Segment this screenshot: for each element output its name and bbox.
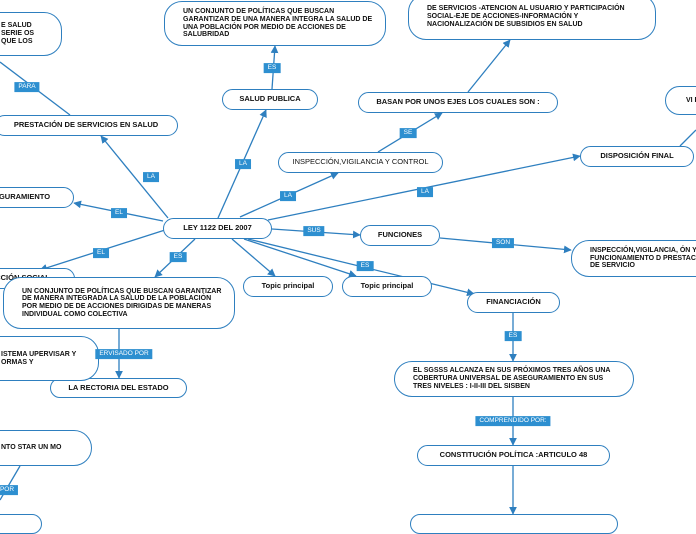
edge-prestacion xyxy=(100,135,169,219)
edge-label-para: PARA xyxy=(14,82,40,92)
funciones-definition-node[interactable]: INSPECCIÓN,VIGILANCIA, ÓN Y FUNCIONAMIEN… xyxy=(571,240,696,277)
funciones-node[interactable]: FUNCIONES xyxy=(360,225,440,246)
ejes-node[interactable]: BASAN POR UNOS EJES LOS CUALES SON : xyxy=(358,92,558,113)
edge-label-es: ES xyxy=(263,63,281,73)
edge-topic1 xyxy=(231,238,276,277)
edge-label-la-prestacion: LA xyxy=(143,172,159,182)
rectoria-estado-node[interactable]: LA RECTORIA DEL ESTADO xyxy=(50,378,187,398)
bottom-center-node[interactable] xyxy=(410,514,618,534)
sistema-definition-node[interactable]: ISTEMA UPERVISAR Y ORMAS Y xyxy=(0,336,99,381)
sgsss-definition-node[interactable]: EL SGSSS ALCANZA EN SUS PRÓXIMOS TRES AÑ… xyxy=(394,361,634,397)
edge-label-se: SE xyxy=(399,128,417,138)
inspeccion-node[interactable]: INSPECCIÓN,VIGILANCIA Y CONTROL xyxy=(278,152,443,173)
edge-label-son: SON xyxy=(491,238,515,248)
edge-label-la: LA xyxy=(235,159,251,169)
edge-label-la-inspeccion: LA xyxy=(280,191,296,201)
aseguramiento-node[interactable]: EGURAMIENTO xyxy=(0,187,74,208)
politicas-definition-node[interactable]: UN CONJUNTO DE POLÍTICAS QUE BUSCAN GARA… xyxy=(3,277,235,329)
constitucion-node[interactable]: CONSTITUCIÓN POLÍTICA :ARTICULO 48 xyxy=(417,445,610,466)
salud-publica-definition-node[interactable]: UN CONJUNTO DE POLÍTICAS QUE BUSCAN GARA… xyxy=(164,1,386,46)
topic-principal-2[interactable]: Topic principal xyxy=(342,276,432,297)
bottom-left-node[interactable] xyxy=(0,514,42,534)
edge-label-comprendido: COMPRENDIDO POR: xyxy=(475,416,551,426)
edge-label-sus: SUS xyxy=(303,226,325,236)
edge-label-supervisado: ERVISADO POR xyxy=(95,349,153,359)
prestacion-servicios-node[interactable]: PRESTACIÓN DE SERVICIOS EN SALUD xyxy=(0,115,178,136)
disposicion-final-node[interactable]: DISPOSICIÓN FINAL xyxy=(580,146,694,167)
conjunto-definition-node[interactable]: NTO STAR UN MO xyxy=(0,430,92,466)
edge-label-es-sgsss: ES xyxy=(504,331,522,341)
edge-label-es-financiacion: ES xyxy=(356,261,374,271)
edge-ejes-def xyxy=(467,39,511,93)
edge-topic2 xyxy=(243,238,357,278)
edge-label-el-proteccion: EL xyxy=(93,248,109,258)
edge-label-la-disposicion: LA xyxy=(417,187,433,197)
edge-label-el-aseguramiento: EL xyxy=(111,208,127,218)
prestacion-definition-node[interactable]: E SALUD SERIE OS QUE LOS xyxy=(0,12,62,56)
edge-disposicion-def xyxy=(679,129,696,147)
disposicion-definition-node[interactable]: VI PR xyxy=(665,86,696,115)
topic-principal-1[interactable]: Topic principal xyxy=(243,276,333,297)
edge-label-es-proteccion: ES xyxy=(169,252,187,262)
center-node[interactable]: LEY 1122 DEL 2007 xyxy=(163,218,272,239)
salud-publica-node[interactable]: SALUD PUBLICA xyxy=(222,89,318,110)
ejes-definition-node[interactable]: DE SERVICIOS -ATENCION AL USUARIO Y PART… xyxy=(408,0,656,40)
financiacion-node[interactable]: FINANCIACIÓN xyxy=(467,292,560,313)
edge-label-por: POR xyxy=(0,485,19,495)
